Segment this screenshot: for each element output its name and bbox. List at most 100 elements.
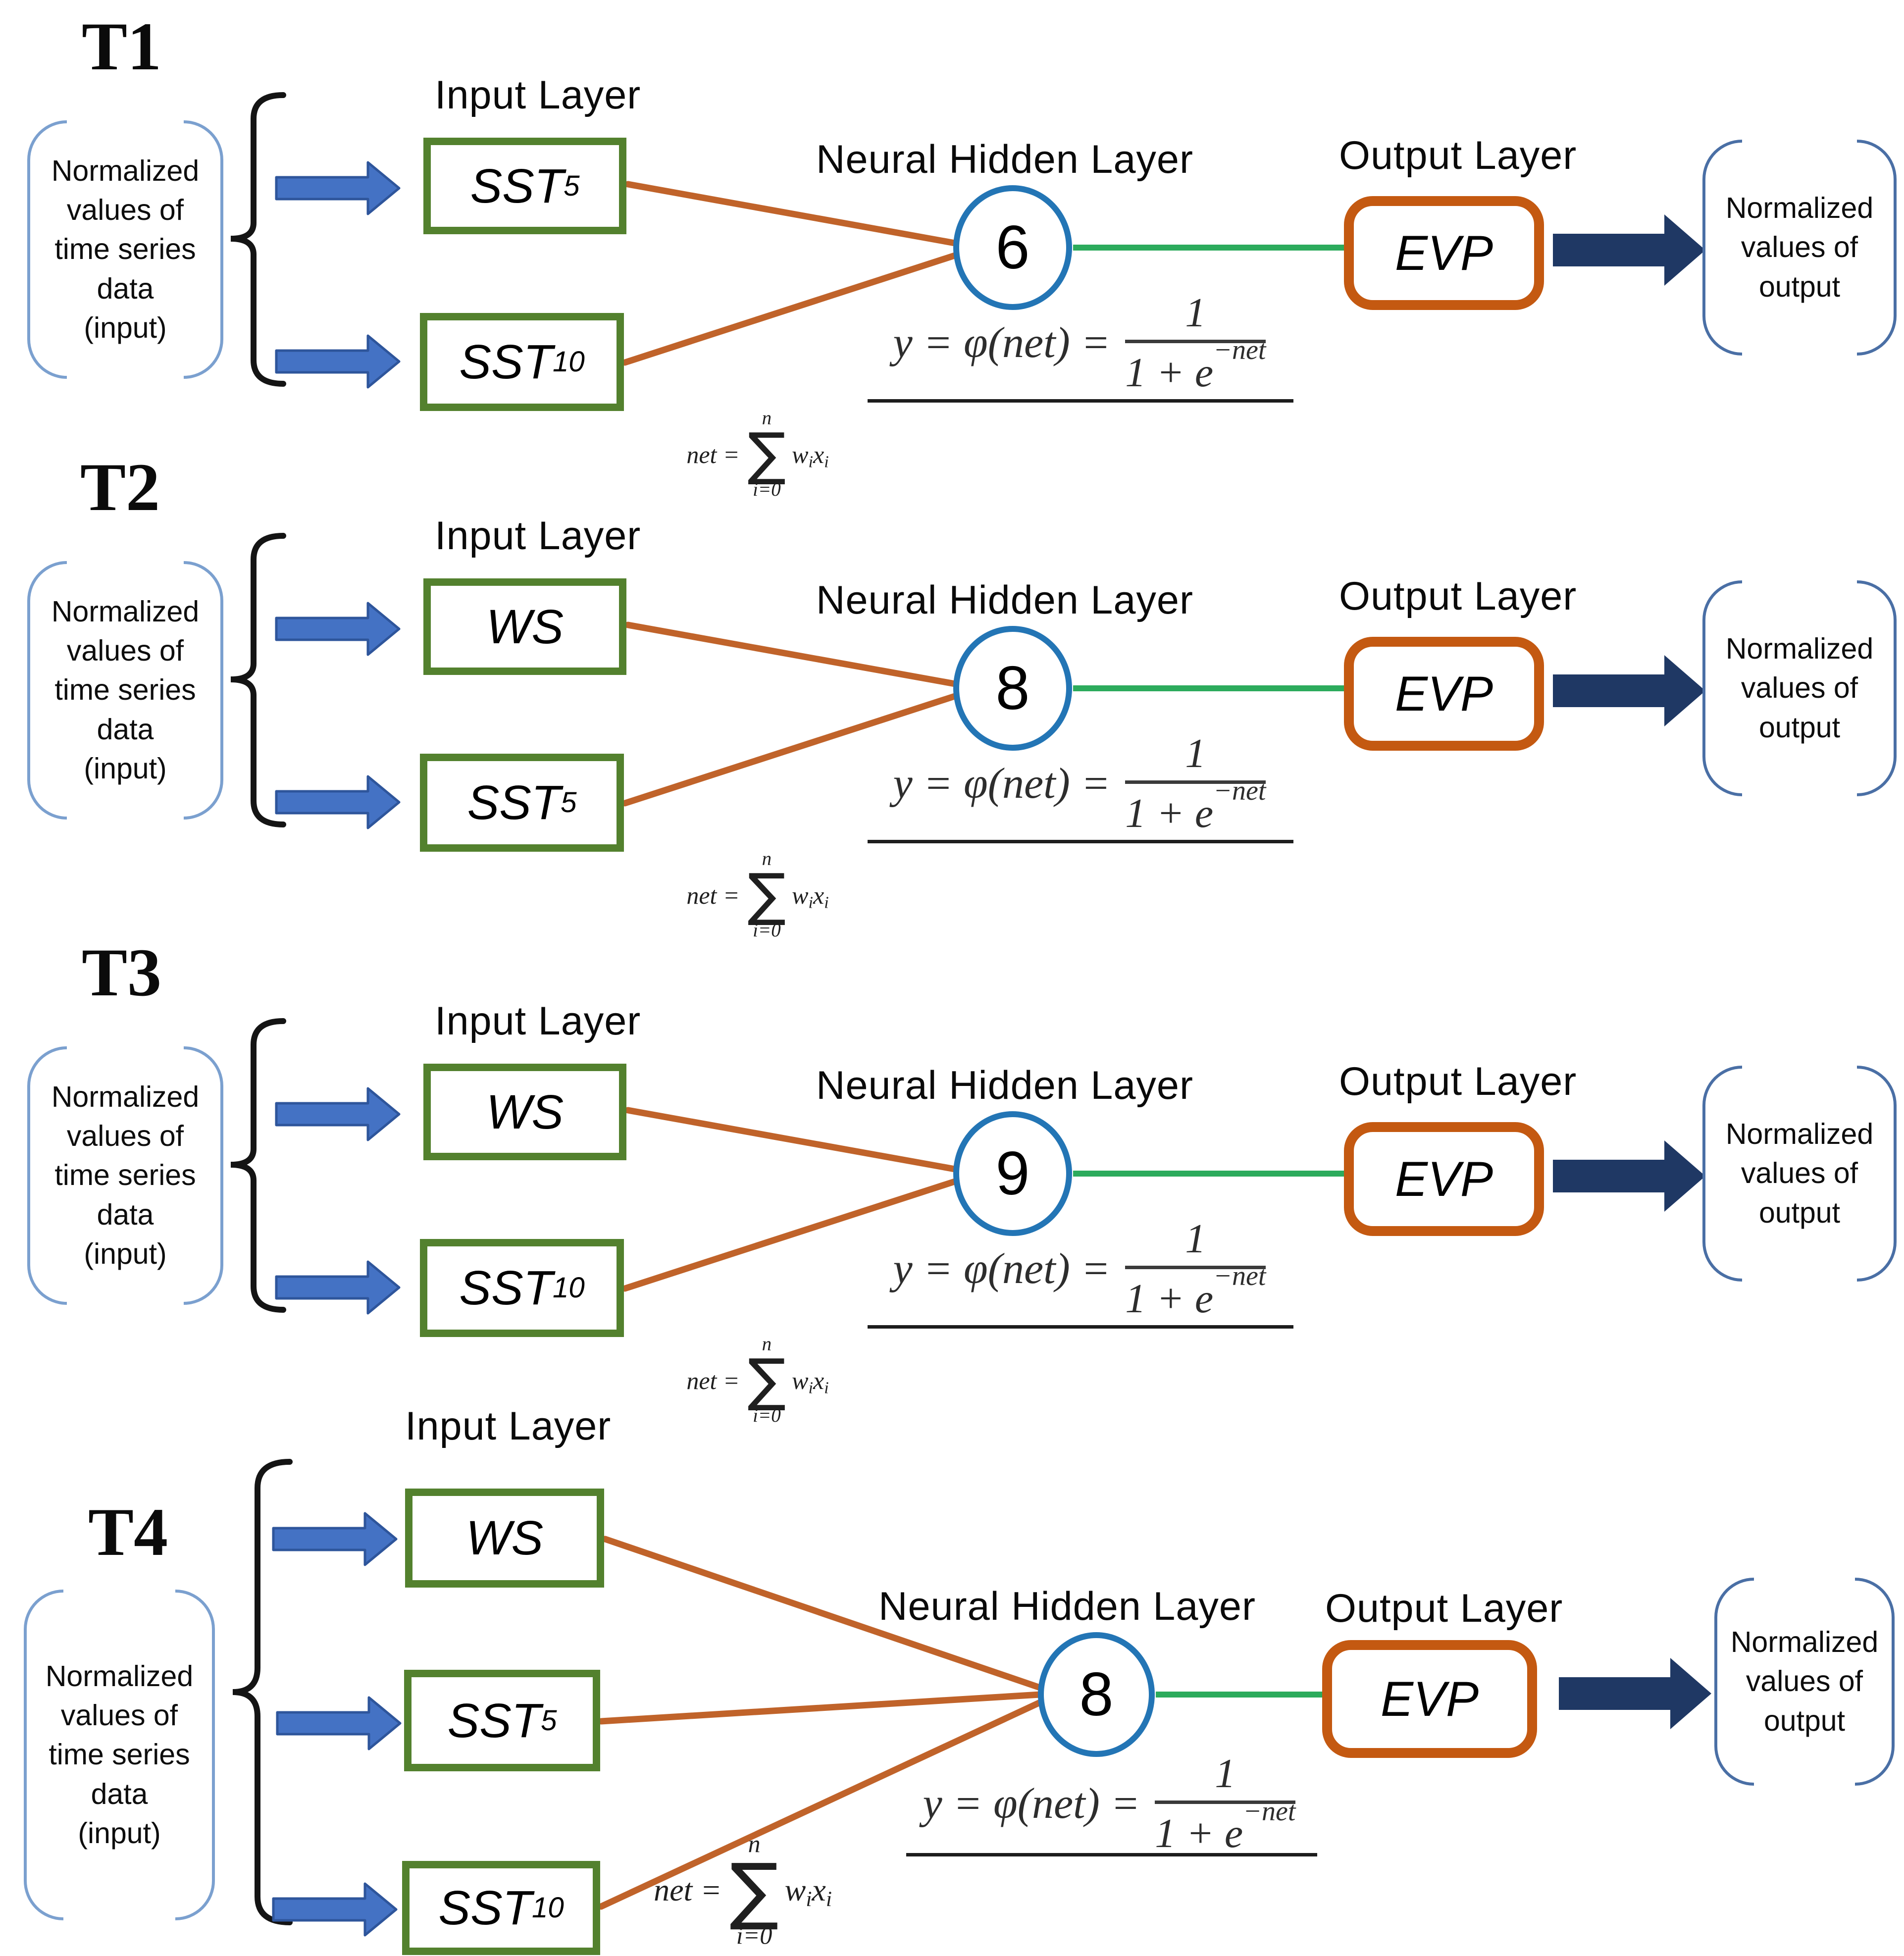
t3-hidden-layer-label: Neural Hidden Layer	[816, 1063, 1193, 1108]
t1-hidden-units: 6	[995, 213, 1030, 282]
t4-input-2-label: SST	[447, 1693, 541, 1748]
t1-activation-formula: y = φ(net) = 1 1 + e−net	[862, 292, 1297, 394]
t1-net-formula: net = n ∑ i=0 wixi	[671, 408, 844, 500]
t3-activation-denominator: 1 + e−net	[1125, 1262, 1266, 1322]
t1-sigma-upper: n	[762, 407, 772, 429]
t4-net-w-sub: i	[806, 1887, 812, 1911]
t3-net-formula: net = n ∑ i=0 wixi	[671, 1334, 844, 1426]
t3-input-values-bracket: Normalized values of time series data (i…	[27, 1046, 223, 1305]
t4-net-body: wixi	[784, 1872, 832, 1911]
t3-sigma-glyph: ∑	[747, 1346, 786, 1413]
t2-input-values-bracket: Normalized values of time series data (i…	[27, 561, 223, 820]
t4-hidden-layer-label: Neural Hidden Layer	[878, 1584, 1256, 1629]
t1-output-label: EVP	[1394, 225, 1493, 280]
t2-input-layer-label: Input Layer	[435, 514, 641, 558]
t2-fraction-bar	[1125, 780, 1266, 784]
t2-net-x-sub: i	[824, 893, 829, 912]
t2-net-body: wixi	[792, 881, 829, 912]
t1-activation-numerator: 1	[1185, 289, 1206, 336]
t4-input-1-label: WS	[465, 1511, 544, 1565]
t4-input-arrow-2	[276, 1696, 402, 1750]
t4-fraction-bar	[1155, 1801, 1296, 1804]
t4-sigma-lower: i=0	[736, 1922, 772, 1950]
t1-input-values-text: Normalized values of time series data (i…	[51, 154, 200, 344]
t2-title: T2	[80, 449, 160, 525]
t1-output-values-text: Normalized values of output	[1725, 192, 1874, 303]
t2-den-base: 1 + e	[1125, 790, 1214, 836]
t4-output-arrow	[1559, 1658, 1711, 1729]
t4-input-values-text: Normalized values of time series data (i…	[45, 1660, 194, 1850]
t4-net-w: w	[784, 1872, 806, 1907]
t3-input-arrow-1	[275, 1087, 401, 1141]
t3-output-values-bracket: Normalized values of output	[1702, 1066, 1897, 1282]
t3-activation-numerator: 1	[1185, 1215, 1206, 1262]
t1-title: T1	[82, 8, 162, 84]
t4-output-label: EVP	[1380, 1671, 1479, 1726]
t4-sigma-glyph: ∑	[729, 1847, 779, 1933]
t3-input1-to-hidden-line	[624, 1107, 961, 1173]
t4-input1-to-hidden-line	[602, 1536, 1043, 1691]
t1-output-box: EVP	[1344, 196, 1544, 310]
t3-input-layer-label: Input Layer	[435, 999, 641, 1043]
t1-activation-lhs: y = φ(net) =	[893, 318, 1111, 367]
t2-input-box-1: WS	[423, 578, 626, 675]
t1-net-w: w	[792, 440, 809, 468]
t3-activation-lhs: y = φ(net) =	[893, 1244, 1111, 1293]
t3-input-2-label: SST	[459, 1261, 553, 1315]
t3-den-exponent: −net	[1213, 1261, 1266, 1292]
t2-input-2-label: SST	[467, 775, 561, 829]
t2-den-exponent: −net	[1213, 775, 1266, 807]
t2-output-values-bracket: Normalized values of output	[1702, 580, 1897, 796]
t4-connectors	[232, 1459, 1711, 1937]
t2-hidden-layer-label: Neural Hidden Layer	[816, 578, 1193, 622]
t1-den-base: 1 + e	[1125, 349, 1214, 396]
t2-net-lhs: net =	[686, 881, 740, 909]
t2-net-x: x	[813, 881, 824, 909]
t3-sigma: n ∑ i=0	[747, 1334, 786, 1426]
t3-den-base: 1 + e	[1125, 1275, 1214, 1322]
t1-input-2-label: SST	[459, 335, 553, 389]
t4-sigma-upper: n	[748, 1830, 761, 1858]
t3-input-arrow-2	[275, 1260, 401, 1315]
t3-activation-fraction: 1 1 + e−net	[1125, 1218, 1266, 1320]
t3-title: T3	[82, 934, 162, 1010]
t3-output-arrow	[1553, 1140, 1705, 1212]
t3-output-box: EVP	[1344, 1122, 1544, 1236]
t3-hidden-units: 9	[995, 1139, 1030, 1208]
t2-connectors	[230, 533, 1705, 829]
t1-net-x-sub: i	[824, 453, 829, 471]
t2-activation-fraction: 1 1 + e−net	[1125, 730, 1266, 836]
t3-net-w: w	[792, 1366, 809, 1394]
t1-input-values-bracket: Normalized values of time series data (i…	[27, 120, 223, 379]
t2-sigma-lower: i=0	[753, 920, 781, 941]
t4-input-box-1: WS	[405, 1489, 604, 1588]
t2-input-arrow-1	[275, 602, 401, 656]
t4-net-lhs: net =	[654, 1872, 722, 1907]
t4-activation-lhs: y = φ(net) =	[923, 1780, 1140, 1828]
t3-net-lhs: net =	[686, 1366, 740, 1394]
t2-input-values-text: Normalized values of time series data (i…	[51, 595, 200, 785]
t3-fraction-bar	[1125, 1265, 1266, 1269]
t2-activation-numerator: 1	[1185, 730, 1206, 776]
t2-net-formula: net = n ∑ i=0 wixi	[671, 849, 844, 940]
t1-output-layer-label: Output Layer	[1339, 133, 1577, 178]
t3-curly-brace	[230, 1018, 286, 1313]
t1-activation-fraction: 1 1 + e−net	[1125, 292, 1266, 394]
t2-input2-to-hidden-line	[621, 692, 961, 807]
t4-den-exponent: −net	[1243, 1796, 1296, 1827]
t3-output-label: EVP	[1394, 1151, 1493, 1206]
t1-hidden-layer-label: Neural Hidden Layer	[816, 137, 1193, 182]
t2-sigma-upper: n	[762, 848, 772, 870]
t2-sigma-glyph: ∑	[747, 861, 786, 928]
t4-formula-underline	[906, 1853, 1317, 1856]
t2-net-w-sub: i	[808, 893, 813, 912]
t4-input-3-label: SST	[438, 1881, 532, 1935]
t4-output-values-text: Normalized values of output	[1730, 1626, 1879, 1737]
t1-input-layer-label: Input Layer	[435, 73, 641, 117]
t1-fraction-bar	[1125, 339, 1266, 343]
t2-formula-underline	[868, 840, 1293, 843]
